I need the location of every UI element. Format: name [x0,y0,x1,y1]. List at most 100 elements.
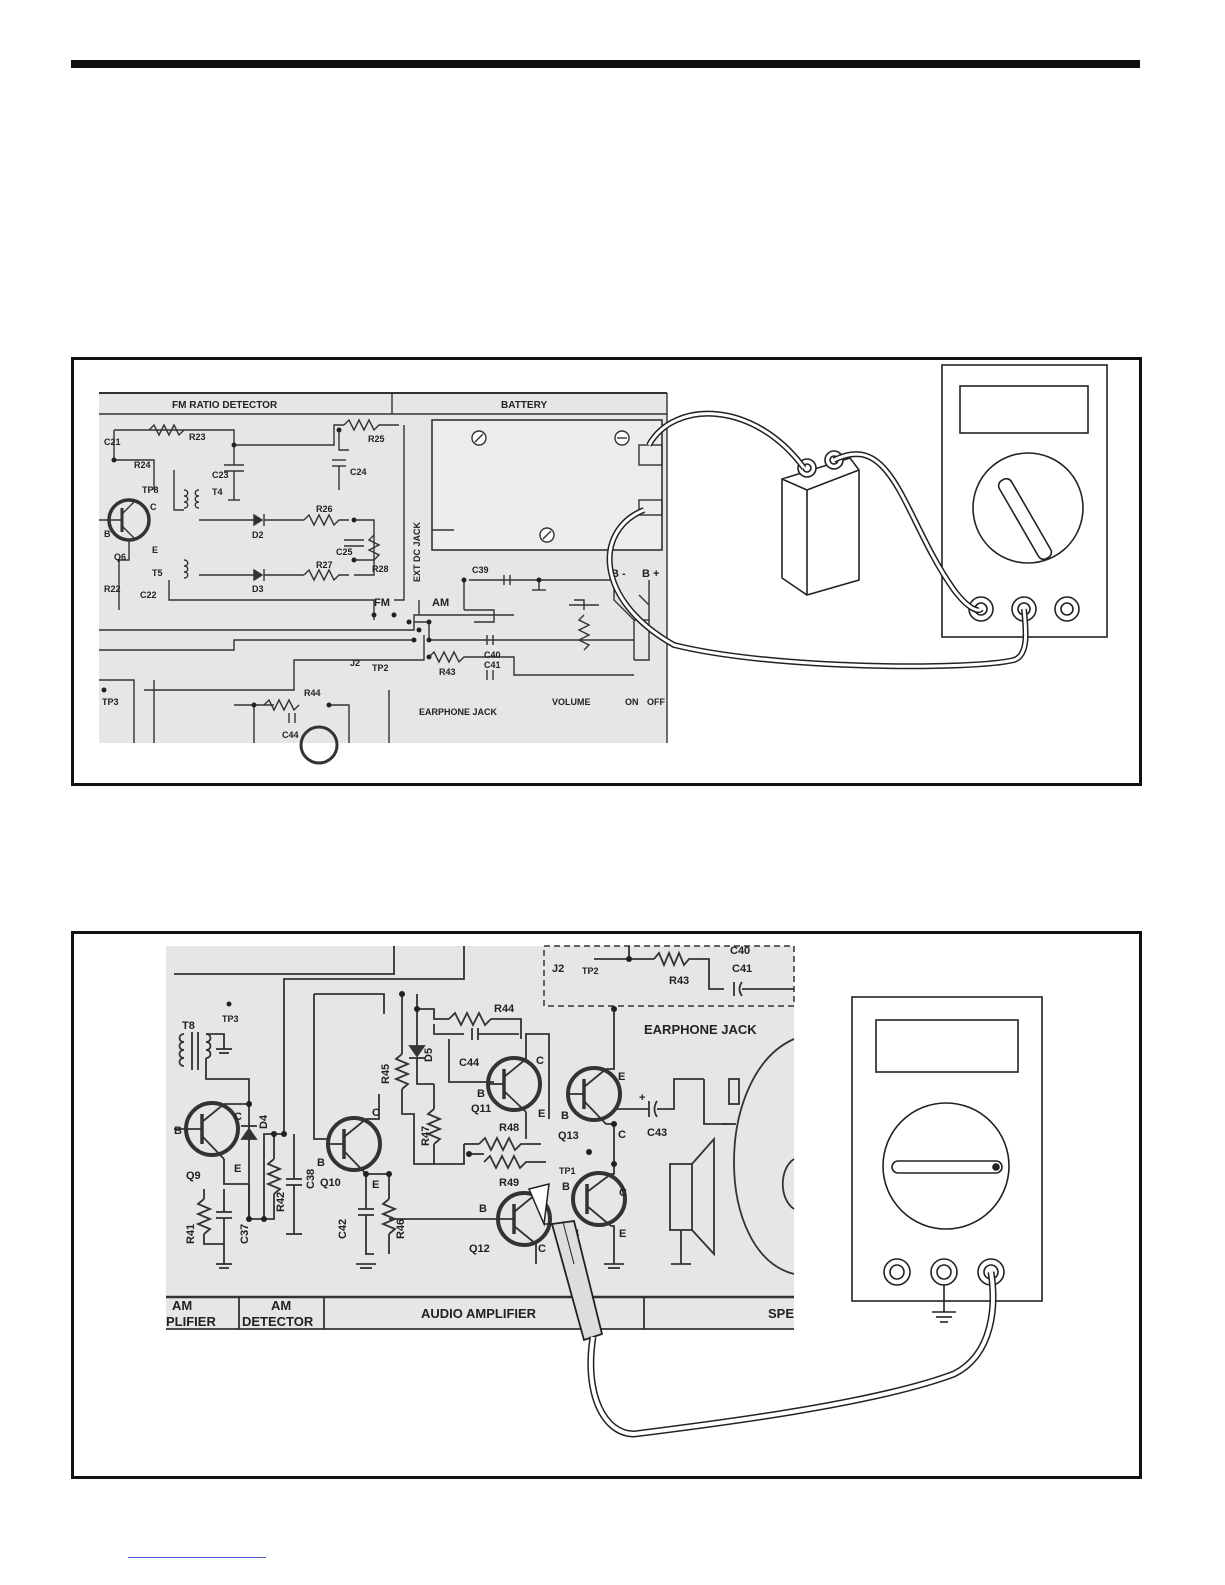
top-rule [71,60,1140,68]
multimeter-display-2 [875,1019,1019,1073]
multimeter-display [959,385,1089,434]
label-q12-b: B [479,1203,487,1215]
test-leads [606,410,1029,670]
battery-test-illustration: FM RATIO DETECTOR BATTERY C21 R23 R25 R2… [99,364,1108,765]
section-battery: BATTERY [501,400,547,411]
label-q9-b: B [174,1125,182,1137]
label-j2: J2 [552,963,564,975]
label-r47: R47 [420,1126,432,1146]
label-tp8: TP8 [142,485,159,495]
label-q6: Q6 [114,552,126,562]
label-q14-c: C [619,1187,627,1199]
label-j2: J2 [350,658,360,668]
label-q12-c: C [538,1243,546,1255]
label-off: OFF [647,697,665,707]
label-q13: Q13 [558,1130,579,1142]
label-c38: C38 [305,1169,317,1189]
label-q9-c: C [234,1111,242,1123]
label-r25: R25 [368,434,385,444]
label-r41: R41 [185,1224,197,1244]
label-r23: R23 [189,432,206,442]
label-t4: T4 [212,487,223,497]
label-r49: R49 [499,1177,519,1189]
label-c42: C42 [337,1219,349,1239]
label-b-plus: B + [642,568,659,580]
label-q14-b: B [562,1181,570,1193]
label-r27: R27 [316,560,333,570]
label-r44: R44 [494,1003,515,1015]
label-q10-e: E [372,1179,379,1191]
label-c24: C24 [350,467,367,477]
label-tp2: TP2 [372,663,389,673]
label-q10-b: B [317,1157,325,1169]
label-q13-e: E [618,1071,625,1083]
label-r44: R44 [304,688,321,698]
label-c23: C23 [212,470,229,480]
section-am-detector-line1: AM [271,1298,291,1313]
label-c43-plus: + [639,1092,645,1104]
label-c44: C44 [282,730,299,740]
section-fm-ratio-detector: FM RATIO DETECTOR [172,400,278,411]
label-q6-c: C [150,502,157,512]
schematic-dots-2 [226,956,632,1222]
label-q11-e: E [538,1108,545,1120]
section-speaker: SPE [768,1306,794,1321]
label-c44: C44 [459,1057,480,1069]
test-lead-2 [587,1271,997,1438]
schematic-labels: FM RATIO DETECTOR BATTERY C21 R23 R25 R2… [102,400,665,740]
audio-amplifier-illustration: C40 J2 TP2 R43 C41 TP3 T8 R44 EARPHONE J… [166,945,1043,1438]
label-r26: R26 [316,504,333,514]
multimeter-2 [851,996,1043,1323]
label-t8: T8 [182,1020,195,1032]
label-d4: D4 [258,1114,270,1129]
label-earphone-jack: EARPHONE JACK [419,707,498,717]
label-q11: Q11 [471,1103,491,1115]
label-d5: D5 [423,1048,435,1062]
section-am-detector-line2: DETECTOR [242,1314,314,1329]
label-q6-b: B [104,529,111,539]
section-am-amplifier-line2: PLIFIER [166,1314,216,1329]
label-r46: R46 [395,1219,407,1239]
figure-battery-test: FM RATIO DETECTOR BATTERY C21 R23 R25 R2… [71,357,1142,786]
schematic-labels-2: C40 J2 TP2 R43 C41 TP3 T8 R44 EARPHONE J… [166,945,794,1329]
label-tp1: TP1 [559,1166,576,1176]
label-q13-c: C [618,1129,626,1141]
label-c25: C25 [336,547,353,557]
label-c37: C37 [239,1224,251,1244]
label-earphone-jack: EARPHONE JACK [644,1022,757,1037]
label-c21: C21 [104,437,121,447]
label-q13-b: B [561,1110,569,1122]
label-t5: T5 [152,568,163,578]
label-r43: R43 [669,975,689,987]
schematic-dots [101,427,542,708]
label-ext-dc-jack: EXT DC JACK [412,521,422,582]
label-tp3: TP3 [222,1014,239,1024]
label-q11-c: C [536,1055,544,1067]
label-volume: VOLUME [552,697,591,707]
label-c39: C39 [472,565,489,575]
figure-audio-amplifier-test: C40 J2 TP2 R43 C41 TP3 T8 R44 EARPHONE J… [71,931,1142,1479]
label-c22: C22 [140,590,157,600]
test-probe [527,1183,604,1342]
multimeter [941,364,1108,638]
label-d3: D3 [252,584,264,594]
label-q9-e: E [234,1163,241,1175]
label-am: AM [432,597,449,609]
label-q9: Q9 [186,1170,201,1182]
label-r43: R43 [439,667,456,677]
label-r28: R28 [372,564,389,574]
label-c40: C40 [484,650,501,660]
label-tp3: TP3 [102,697,119,707]
label-d2: D2 [252,530,264,540]
label-q10-c: C [372,1107,380,1119]
schematic-audio-amplifier [166,945,795,1330]
label-q14-e: E [619,1228,626,1240]
label-c43: C43 [647,1127,667,1139]
footer-link-underline [128,1557,266,1558]
label-c41: C41 [732,963,752,975]
label-r42: R42 [275,1192,287,1212]
label-c41: C41 [484,660,501,670]
label-c40: C40 [730,945,750,957]
label-fm: FM [374,597,390,609]
label-tp2: TP2 [582,966,599,976]
